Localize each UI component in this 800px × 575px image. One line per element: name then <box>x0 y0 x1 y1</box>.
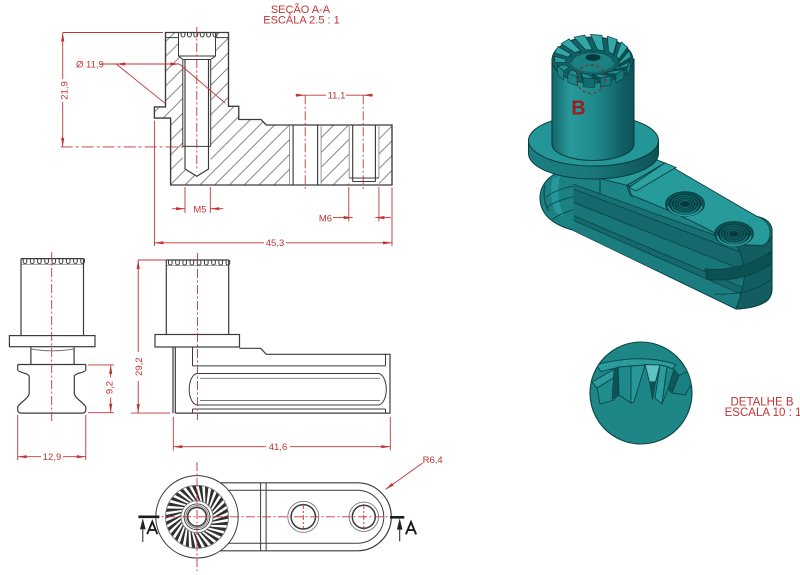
svg-text:9,2: 9,2 <box>104 381 115 394</box>
svg-text:SEÇÃO A-A: SEÇÃO A-A <box>271 3 331 16</box>
svg-text:29,2: 29,2 <box>134 357 145 376</box>
svg-text:11,1: 11,1 <box>328 91 346 102</box>
svg-text:41,6: 41,6 <box>269 442 288 453</box>
svg-text:M5: M5 <box>193 204 206 215</box>
svg-text:Ø 11,9: Ø 11,9 <box>76 59 104 70</box>
svg-text:45,3: 45,3 <box>266 238 285 249</box>
svg-text:DETALHE B: DETALHE B <box>730 397 793 409</box>
svg-text:B: B <box>571 98 585 120</box>
svg-text:M6: M6 <box>319 214 332 225</box>
svg-text:ESCALA 10 : 1: ESCALA 10 : 1 <box>725 407 800 419</box>
svg-text:ESCALA 2.5 : 1: ESCALA 2.5 : 1 <box>263 15 339 27</box>
svg-text:12,9: 12,9 <box>43 452 62 463</box>
svg-text:R6,4: R6,4 <box>423 455 443 466</box>
svg-text:21,9: 21,9 <box>59 81 70 100</box>
